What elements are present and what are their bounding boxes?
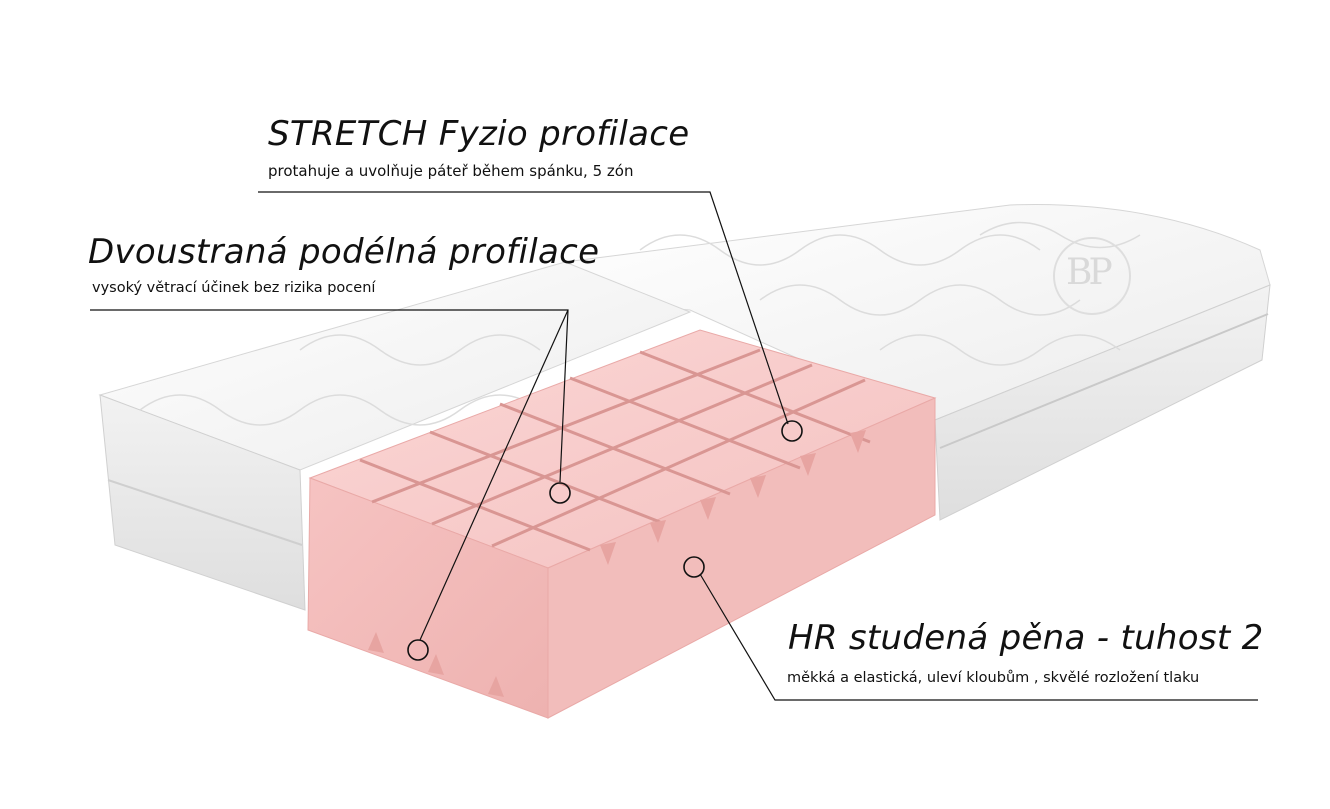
cover-side-front xyxy=(99,394,306,611)
marker-hr xyxy=(683,556,705,578)
marker-stretch xyxy=(781,420,803,442)
callout-hr-subtitle: měkká a elastická, uleví kloubům , skvěl… xyxy=(787,670,1200,686)
callout-hr-title: HR studená pěna - tuhost 2 xyxy=(788,618,1264,658)
cover-top-back xyxy=(559,204,1271,421)
cover-side-back xyxy=(934,284,1271,521)
callout-podelna-subtitle: vysoký větrací účinek bez rizika pocení xyxy=(92,280,376,296)
marker-podelna-bottom xyxy=(407,639,429,661)
callout-podelna-title: Dvoustraná podélná profilace xyxy=(88,232,600,272)
callout-stretch-subtitle: protahuje a uvolňuje páteř během spánku,… xyxy=(268,162,634,180)
foam-side-face xyxy=(547,397,936,719)
leader-line-podelna-2 xyxy=(419,309,569,641)
logo-bp: BP xyxy=(1066,252,1113,293)
logo-ring xyxy=(1053,237,1131,315)
quilting-pattern xyxy=(139,221,1141,426)
cover-zipper-line-front xyxy=(107,479,303,546)
leader-line-hr xyxy=(699,573,1258,701)
leader-lines xyxy=(90,191,1258,701)
marker-podelna-top xyxy=(549,482,571,504)
leader-line-stretch xyxy=(258,191,789,425)
cover-zipper-line xyxy=(939,313,1269,449)
foam-side-notches xyxy=(368,430,866,697)
callout-stretch-title: STRETCH Fyzio profilace xyxy=(268,114,690,154)
marker-circles xyxy=(407,420,803,661)
foam-grooves xyxy=(359,348,871,552)
